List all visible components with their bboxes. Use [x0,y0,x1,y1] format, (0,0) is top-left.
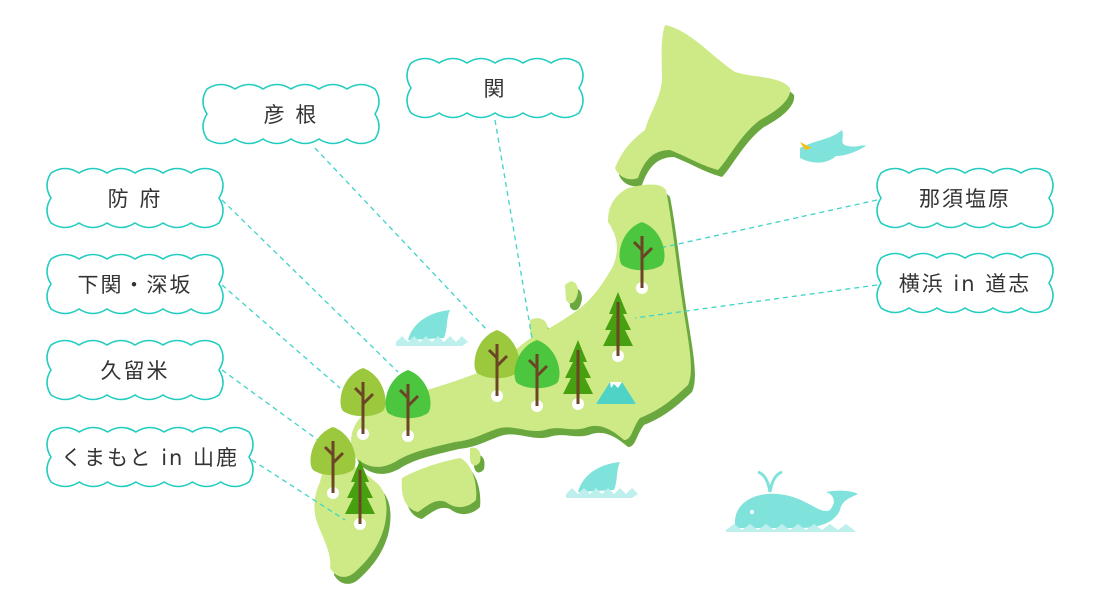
leader-line [634,284,878,319]
leader-lines [221,119,878,521]
leader-line [251,459,346,521]
round-tree-icon [340,368,386,440]
label-shimonoseki[interactable]: 下関・深坂 [46,253,224,315]
conifer-tree-icon [563,340,593,410]
leader-line [659,199,878,249]
shikoku-island [401,458,477,512]
leader-line [221,369,319,441]
leader-line [221,199,399,373]
label-seki[interactable]: 関 [406,57,584,119]
round-tree-icon [619,222,665,294]
conifer-tree-icon [603,292,633,362]
leader-line [221,284,341,389]
label-text: 久留米 [100,359,170,383]
leader-line [314,147,488,331]
label-text: 防 府 [107,187,163,211]
whale-icon [726,470,858,532]
hokkaido-island [615,25,791,180]
round-tree-icon [514,340,560,412]
leader-line [494,119,533,339]
label-text: 下関・深坂 [77,273,193,297]
label-kumamoto[interactable]: くまもと in 山鹿 [46,426,254,488]
round-tree-icon [474,330,520,402]
round-tree-icon [385,370,431,442]
label-text: 彦 根 [263,103,319,127]
label-hikone[interactable]: 彦 根 [202,83,380,145]
oki-island [530,318,548,339]
conifer-tree-icon [345,460,375,530]
label-text: 関 [483,77,507,101]
label-text: 那須塩原 [919,187,1011,211]
fish-icon [396,310,468,346]
label-nasushiobara[interactable]: 那須塩原 [876,167,1054,229]
round-tree-icon [310,427,356,499]
mount-fuji-icon [596,382,636,404]
label-text: くまもと in 山鹿 [60,446,240,470]
fish-icon [566,462,638,498]
label-kurume[interactable]: 久留米 [46,339,224,401]
bird-icon [800,130,866,163]
label-hofu[interactable]: 防 府 [46,167,224,229]
awaji-island [470,447,481,466]
label-yokohama[interactable]: 横浜 in 道志 [876,252,1054,314]
sado-island [565,281,578,304]
label-text: 横浜 in 道志 [898,272,1032,296]
